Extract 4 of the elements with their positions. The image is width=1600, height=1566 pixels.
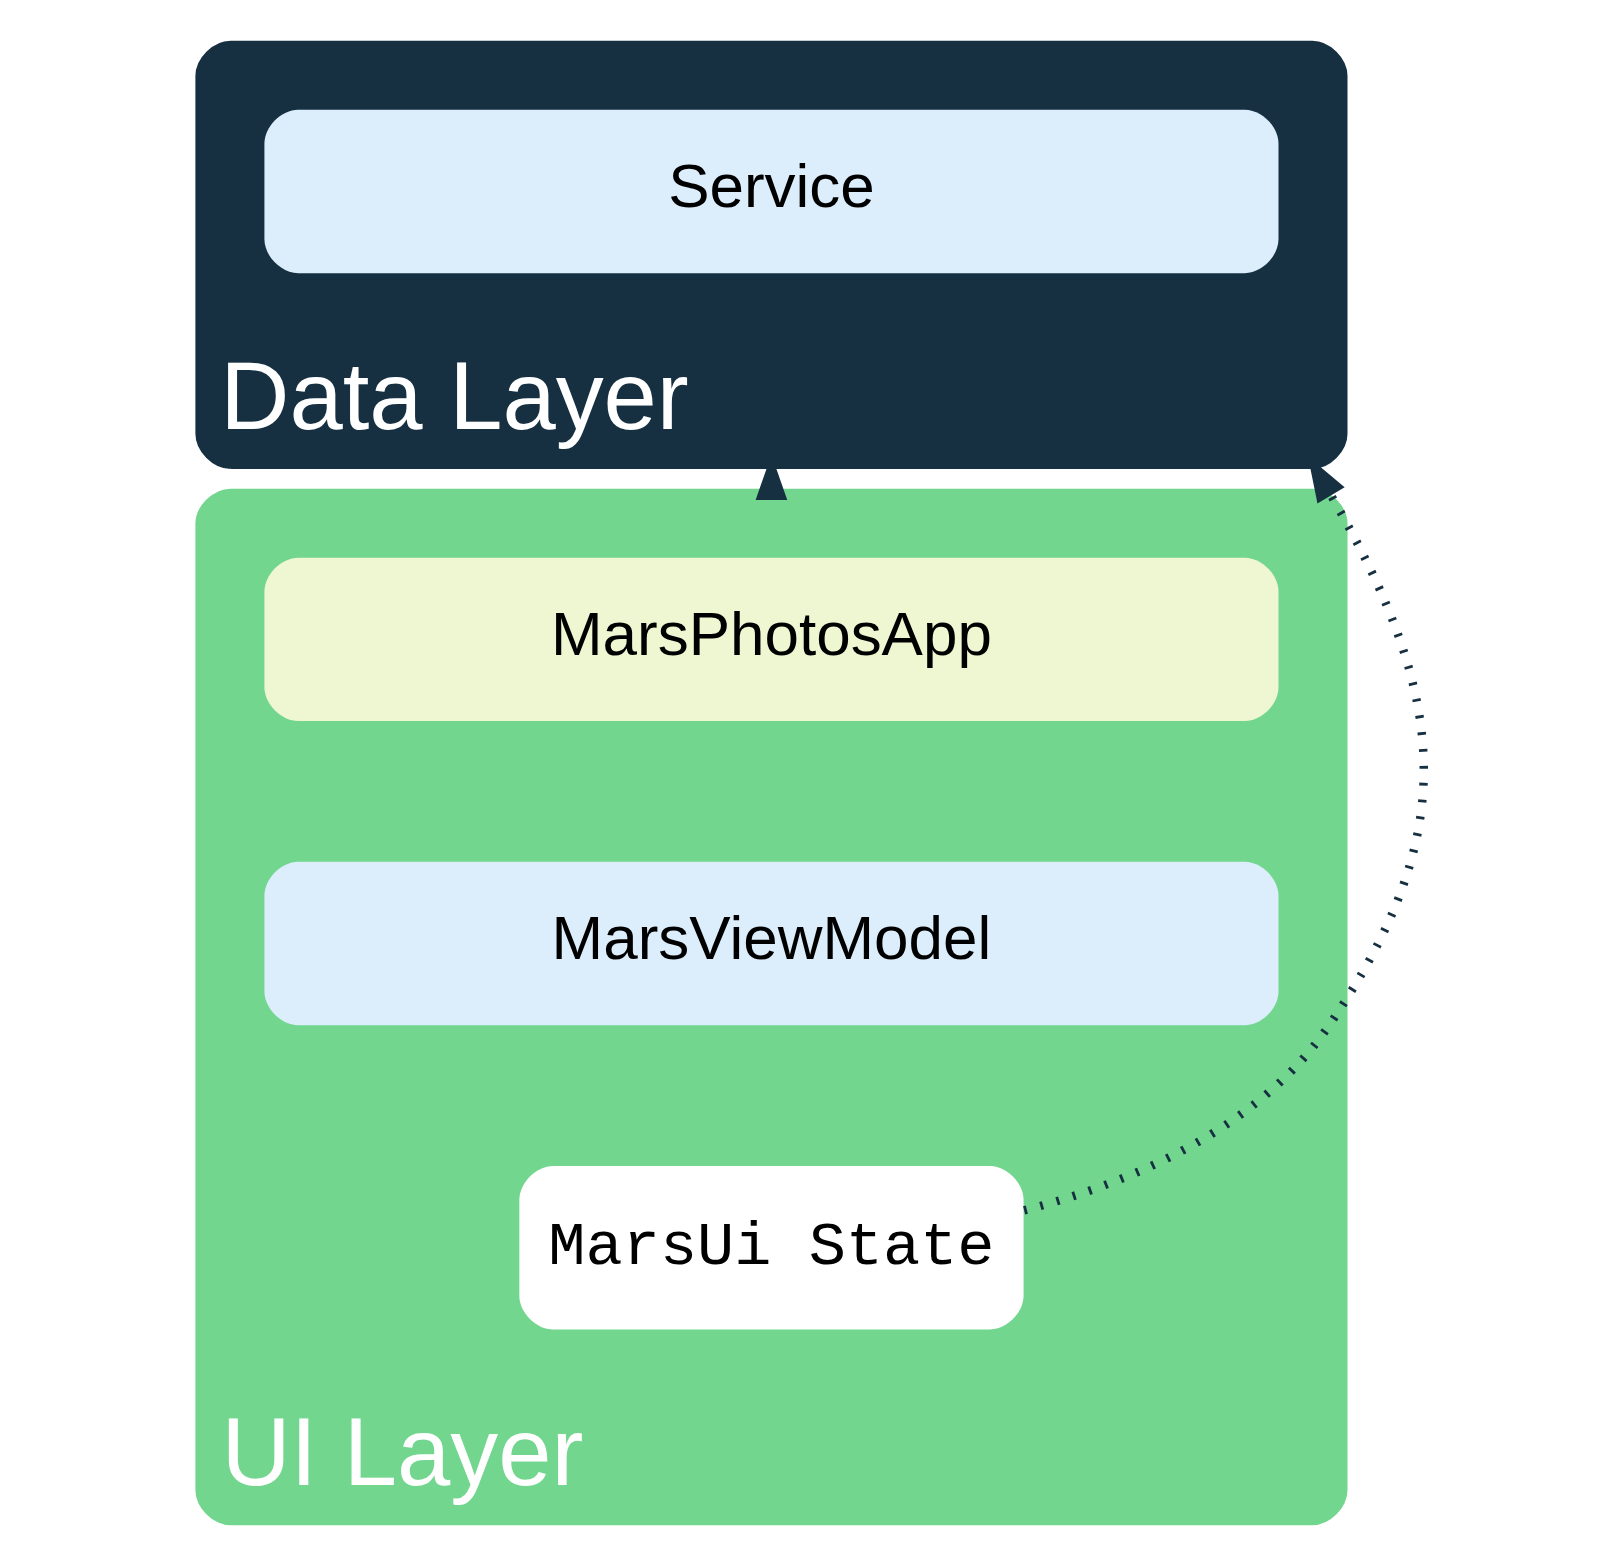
node-box: MarsPhotosApp	[264, 557, 1279, 722]
node-box: MarsUi State	[519, 1166, 1024, 1330]
node-box: MarsViewModel	[264, 861, 1279, 1026]
node-box: Service	[264, 109, 1279, 274]
